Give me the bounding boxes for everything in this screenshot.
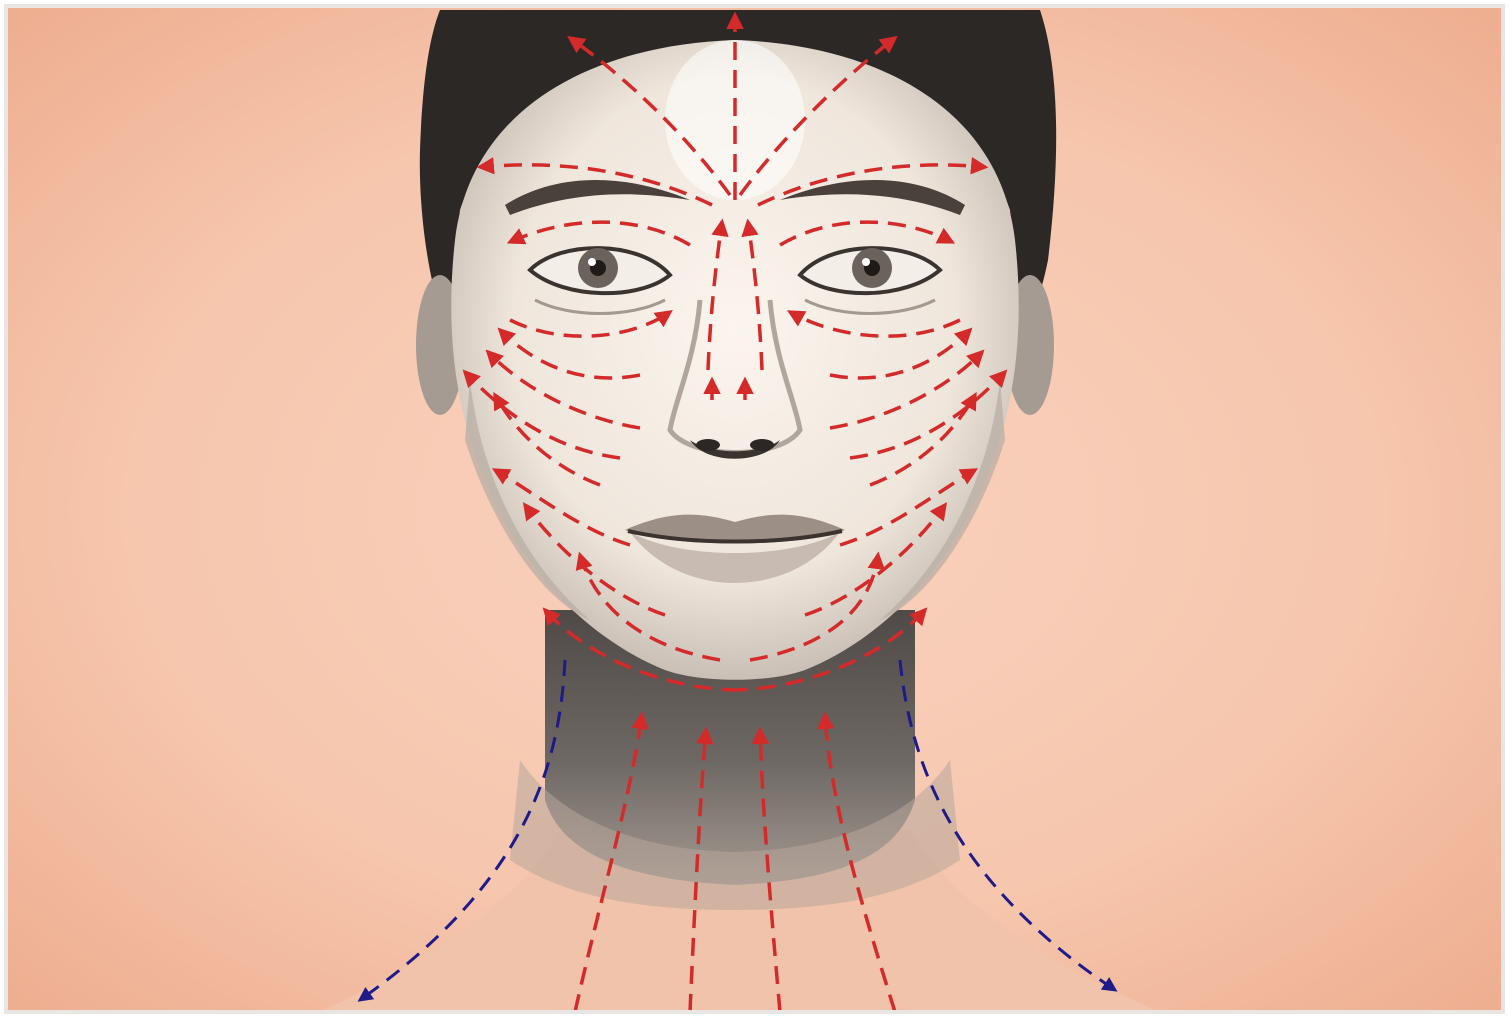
forehead-highlight	[665, 40, 805, 200]
